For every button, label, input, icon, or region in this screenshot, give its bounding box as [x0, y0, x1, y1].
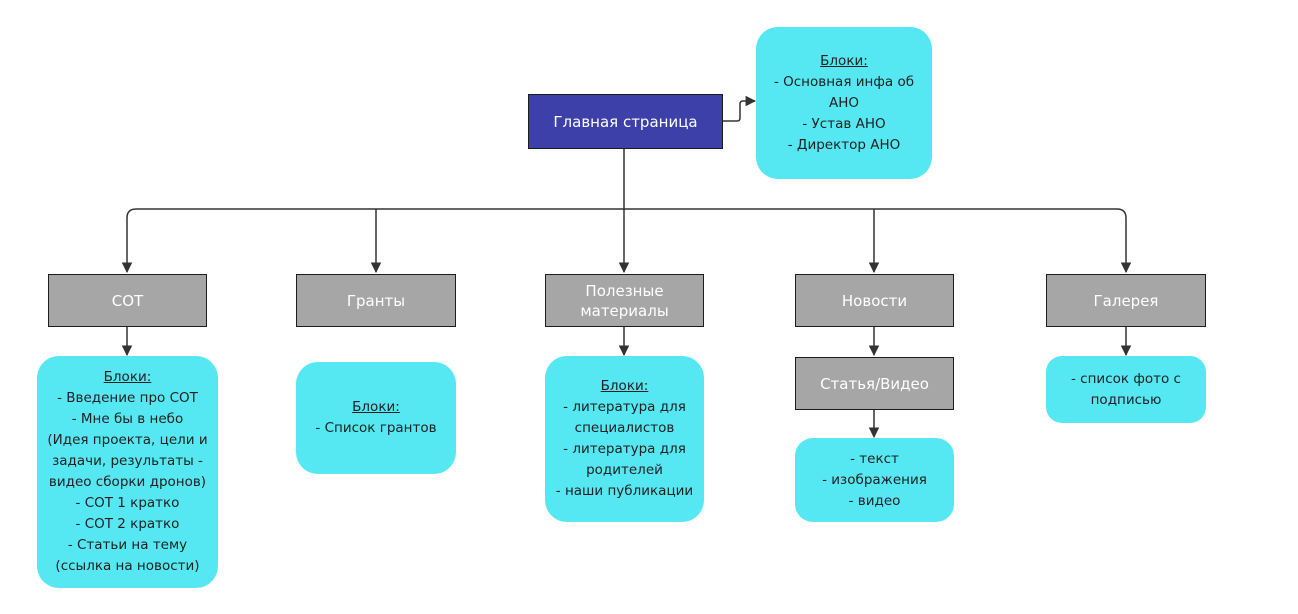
- note-line: задачи, результаты -: [52, 453, 203, 469]
- note-line: - Основная инфа об: [773, 73, 915, 90]
- section-news-label: Новости: [841, 291, 908, 310]
- note-heading: Блоки:: [820, 52, 868, 69]
- note-line: видео сборки дронов): [48, 474, 207, 490]
- sot-blocks-note: Блоки: - Введение про СОТ - Мне бы в неб…: [37, 356, 218, 588]
- note-line: специалистов: [574, 420, 675, 436]
- note-line: родителей: [586, 462, 663, 478]
- news-article-video-label: Статья/Видео: [820, 374, 929, 393]
- section-materials-label-line: Полезные: [585, 281, 664, 300]
- note-line: - Статьи на тему: [67, 537, 188, 553]
- note-line: - Директор АНО: [787, 136, 901, 153]
- note-line: (Идея проекта, цели и: [47, 432, 208, 448]
- note-line: - СОТ 2 кратко: [75, 516, 180, 532]
- section-materials-label-line: материалы: [580, 301, 669, 320]
- note-line: подписью: [1090, 391, 1162, 408]
- section-news-node: Новости: [795, 274, 954, 327]
- note-line: (ссылка на новости): [55, 558, 200, 574]
- note-line: - Устав АНО: [802, 115, 886, 132]
- connector-main-to-note: [723, 95, 757, 122]
- connector-bus: [126, 208, 1127, 219]
- note-line: - литература для: [563, 441, 686, 457]
- note-line: - наши публикации: [555, 483, 694, 499]
- section-gallery-label: Галерея: [1093, 291, 1159, 310]
- note-line: - СОТ 1 кратко: [75, 495, 180, 511]
- main-page-node: Главная страница: [528, 94, 723, 149]
- note-heading: Блоки:: [600, 378, 649, 394]
- section-grants-node: Гранты: [296, 274, 456, 327]
- section-sot-node: СОТ: [48, 274, 207, 327]
- section-sot-label: СОТ: [111, 291, 144, 310]
- materials-blocks-note: Блоки: - литература для специалистов - л…: [545, 356, 704, 522]
- section-materials-node: Полезные материалы: [545, 274, 704, 327]
- grants-blocks-note: Блоки: - Список грантов: [296, 362, 456, 474]
- section-grants-label: Гранты: [346, 291, 406, 310]
- note-heading: Блоки:: [103, 369, 152, 385]
- note-line: - Введение про СОТ: [57, 390, 198, 406]
- note-line: - Список грантов: [315, 420, 437, 436]
- gallery-content-note: - список фото с подписью: [1046, 356, 1206, 423]
- note-heading: Блоки:: [352, 399, 400, 415]
- note-line: - изображения: [822, 471, 927, 488]
- note-line: АНО: [828, 94, 859, 111]
- note-line: - литература для: [563, 399, 686, 415]
- news-article-video-node: Статья/Видео: [795, 357, 954, 410]
- main-page-blocks-note: Блоки: - Основная инфа об АНО - Устав АН…: [756, 27, 932, 179]
- section-gallery-node: Галерея: [1046, 274, 1206, 327]
- main-page-label: Главная страница: [553, 112, 698, 131]
- note-line: - видео: [848, 492, 901, 509]
- note-line: - список фото с: [1071, 370, 1181, 387]
- note-line: - Мне бы в небо: [71, 411, 184, 427]
- news-content-note: - текст - изображения - видео: [795, 438, 954, 522]
- note-line: - текст: [850, 450, 899, 467]
